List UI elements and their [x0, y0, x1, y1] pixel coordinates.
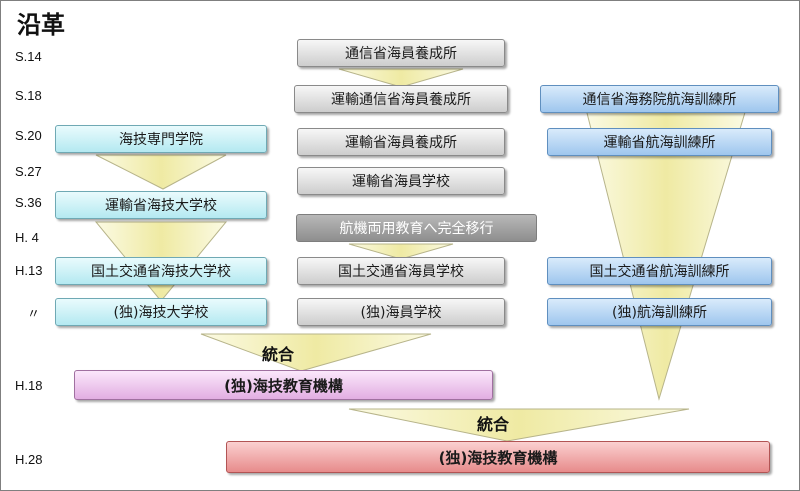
era-label: H.18 [15, 378, 43, 393]
box-tsushin-kaiin-yoseijo: 通信省海員養成所 [297, 39, 505, 67]
box-unyu-kaigi-daigakko: 運輸省海技大学校 [55, 191, 267, 219]
era-label: S.27 [15, 164, 42, 179]
box-dokuritsu-kokai-kunrenjo: (独)航海訓練所 [547, 298, 772, 326]
box-kaigi-kyoiku-kiko-h18: (独)海技教育機構 [74, 370, 493, 400]
era-label: 〃 [27, 306, 41, 321]
merge-label-2: 統合 [477, 415, 510, 434]
era-label: H.28 [15, 452, 43, 467]
merge-label-1: 統合 [262, 345, 295, 364]
page-title: 沿革 [17, 11, 65, 39]
merge-arrow-1 [200, 333, 432, 372]
box-unyu-kokai-kunrenjo: 運輸省航海訓練所 [547, 128, 772, 156]
era-label: S.36 [15, 195, 42, 210]
funnel-col2-b [348, 243, 454, 260]
era-label: H. 4 [15, 230, 39, 245]
box-unyu-tsushin-kaiin-yoseijo: 運輸通信省海員養成所 [294, 85, 508, 113]
merge-arrow-2 [348, 408, 690, 442]
era-label: S.20 [15, 128, 42, 143]
funnel-col1-a [95, 154, 227, 190]
box-tsushin-kaimuin-kokai-kunrenjo: 通信省海務院航海訓練所 [540, 85, 779, 113]
box-kokudo-kokai-kunrenjo: 国土交通省航海訓練所 [547, 257, 772, 285]
box-kaigi-kyoiku-kiko-h28: (独)海技教育機構 [226, 441, 770, 473]
box-kouki-ryoyo-iko: 航機両用教育へ完全移行 [296, 214, 537, 242]
funnel-col2-a [338, 68, 464, 88]
era-label: S.14 [15, 49, 42, 64]
box-unyu-kaiin-gakko: 運輸省海員学校 [297, 167, 505, 195]
box-unyu-kaiin-yoseijo: 運輸省海員養成所 [297, 128, 505, 156]
box-dokuritsu-kaigi-daigakko: (独)海技大学校 [55, 298, 267, 326]
era-label: S.18 [15, 88, 42, 103]
box-kokudo-kaigi-daigakko: 国土交通省海技大学校 [55, 257, 267, 285]
box-kokudo-kaiin-gakko: 国土交通省海員学校 [297, 257, 505, 285]
era-label: H.13 [15, 263, 43, 278]
box-dokuritsu-kaiin-gakko: (独)海員学校 [297, 298, 505, 326]
box-kaigi-senmon-gakuin: 海技専門学院 [55, 125, 267, 153]
